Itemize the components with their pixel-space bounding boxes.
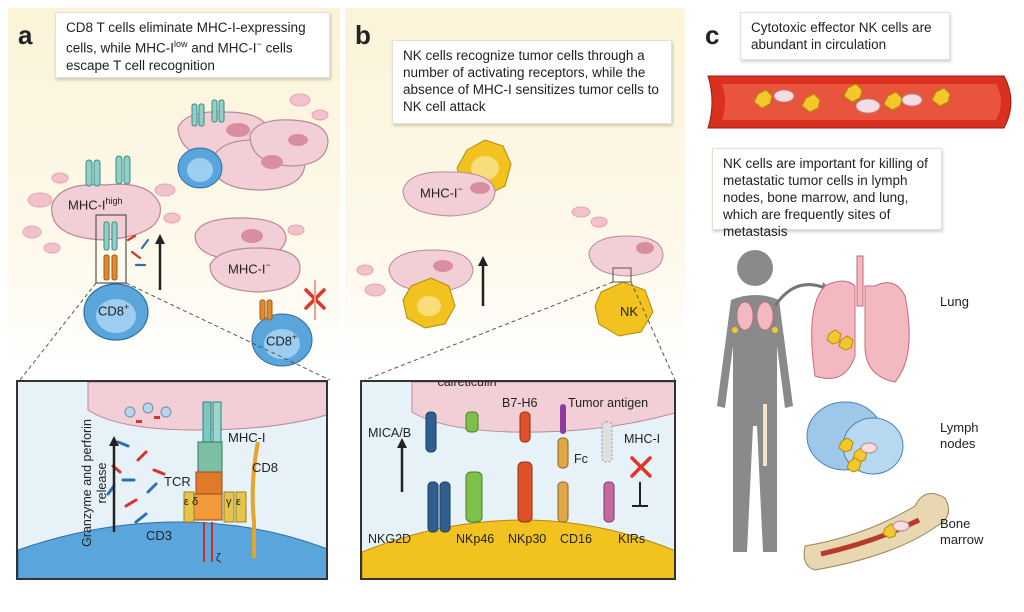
panel-c-callout-mid: NK cells are important for killing of me…: [712, 148, 942, 239]
bone-marrow-organ: [803, 493, 950, 571]
mhc-high-label-sup: high: [105, 196, 123, 206]
mhc-i-label-b: MHC-I: [624, 432, 661, 446]
mhc-i-receptors-a: [85, 155, 131, 187]
mhc-neg-label-b: MHC-I−: [420, 184, 463, 200]
nk-label-b: NK: [620, 304, 639, 319]
tcr-mhc-complex: [183, 401, 260, 562]
nkg2d-receptor: [425, 411, 451, 533]
panel-b-inset-drawing: [362, 382, 674, 578]
cd16-receptor: [557, 437, 569, 523]
panel-a-callout-sup-neg: −: [256, 39, 262, 49]
nkp46-label: NKp46: [456, 532, 495, 546]
panel-b-inset: Externalized calreticulin B7-H6 Tumor an…: [360, 380, 676, 580]
mhc-high-label-base: MHC-I: [68, 197, 106, 213]
inset-epsilon2-label: ε: [236, 496, 241, 508]
inset-vertical-label: Granzyme and perforin release: [80, 419, 109, 547]
lymph-nodes-label: Lymph nodes: [940, 420, 979, 451]
mica-label: MICA/B: [368, 426, 412, 440]
cd8-label-2-sup: +: [292, 332, 298, 342]
cd8-label-1: CD8+: [98, 302, 129, 318]
panel-a-inset-drawing: [18, 382, 326, 578]
panel-a-illustration: [19, 93, 331, 381]
blood-vessel: [707, 75, 1012, 129]
nkp46-receptor: [465, 411, 483, 523]
fc-label: Fc: [574, 452, 588, 466]
ext-calreticulin-label: Externalized calreticulin: [437, 380, 497, 389]
mhc-low-tumor-cells: [177, 111, 329, 293]
kirs-label: KIRs: [618, 532, 646, 546]
panel-a-label: a: [18, 20, 33, 50]
human-silhouette: [717, 250, 793, 552]
granzyme-granules-a: [126, 234, 150, 267]
cd8-label-1-base: CD8: [98, 303, 125, 319]
red-x-b: [630, 456, 652, 478]
nkp30-receptor: [517, 411, 533, 523]
panel-c-label: c: [705, 20, 720, 50]
inset-cd3-label: CD3: [146, 528, 173, 543]
lymph-node-organ: [806, 401, 904, 475]
panel-a-callout: CD8 T cells eliminate MHC-I-expressing c…: [55, 12, 330, 78]
mhc-neg-label-a-sup: −: [265, 260, 271, 270]
panel-a-callout-text: CD8 T cells eliminate MHC-I-expressing c…: [66, 20, 306, 56]
synapse-zoom-box-b: [612, 267, 632, 283]
tumor-cells-in-vessel: [773, 89, 923, 114]
dying-cell-debris: [22, 172, 181, 254]
mhc-neg-label-a: MHC-I−: [228, 260, 271, 276]
mhc-neg-tumor-b: [388, 171, 664, 293]
panel-c-callout-top: Cytotoxic effector NK cells are abundant…: [740, 12, 950, 60]
panel-b-label: b: [355, 20, 371, 50]
inset-tcr-label: TCR: [164, 474, 191, 489]
cd8-label-1-sup: +: [124, 302, 130, 312]
mhc-neg-label-a-base: MHC-I: [228, 261, 266, 277]
cd8-t-cell-escaped: [251, 313, 313, 367]
panel-a-inset: Granzyme and perforin release MHC-I TCR …: [16, 380, 328, 580]
mhc-neg-label-b-sup: −: [457, 184, 463, 194]
b7h6-label: B7-H6: [502, 396, 538, 410]
bone-marrow-label: Bone marrow: [940, 516, 984, 547]
lung-label: Lung: [940, 294, 969, 309]
nkg2d-label: NKG2D: [368, 532, 412, 546]
cd8-label-2-base: CD8: [266, 333, 293, 349]
inset-mhc-label: MHC-I: [228, 430, 266, 445]
tumor-antigen: [560, 404, 566, 434]
inset-granules: [106, 440, 166, 524]
tumor-antigen-label: Tumor antigen: [568, 396, 649, 410]
inset-epsilon-label: ε: [184, 496, 189, 508]
kir-receptor: [603, 481, 615, 523]
panel-b-illustration: [356, 139, 676, 381]
mhc-high-tumor-cell: [51, 183, 161, 241]
metastasis-illustration: [717, 250, 950, 571]
nk-cells-in-vessel: [753, 83, 951, 113]
small-t-cell-top: [177, 147, 223, 189]
cd8-label-2: CD8+: [266, 332, 297, 348]
cd16-label: CD16: [560, 532, 592, 546]
synapse-zoom-box: [95, 214, 127, 284]
tumor-nuclei: [226, 123, 308, 243]
mhc-high-label: MHC-Ihigh: [68, 196, 123, 212]
cd8-t-cell: [83, 283, 149, 341]
nkp30-label: NKp30: [508, 532, 547, 546]
inset-zeta-label: ζ: [216, 552, 221, 564]
panel-a-callout-end: cells escape T cell recognition: [66, 40, 293, 73]
nk-cell-right-b: [594, 281, 654, 337]
mhc-neg-label-b-base: MHC-I: [420, 185, 458, 201]
inset-gamma-label: γ: [226, 496, 232, 508]
inset-delta-label: δ: [192, 496, 199, 508]
panel-b-callout: NK cells recognize tumor cells through a…: [392, 40, 672, 124]
inset-cd8-label: CD8: [252, 460, 279, 475]
panel-a-callout-sup-low: low: [174, 39, 188, 49]
nk-cell-bottom-b: [402, 277, 456, 329]
lung-organ: [811, 255, 910, 383]
panel-a-callout-mid: and MHC-I: [187, 40, 257, 56]
